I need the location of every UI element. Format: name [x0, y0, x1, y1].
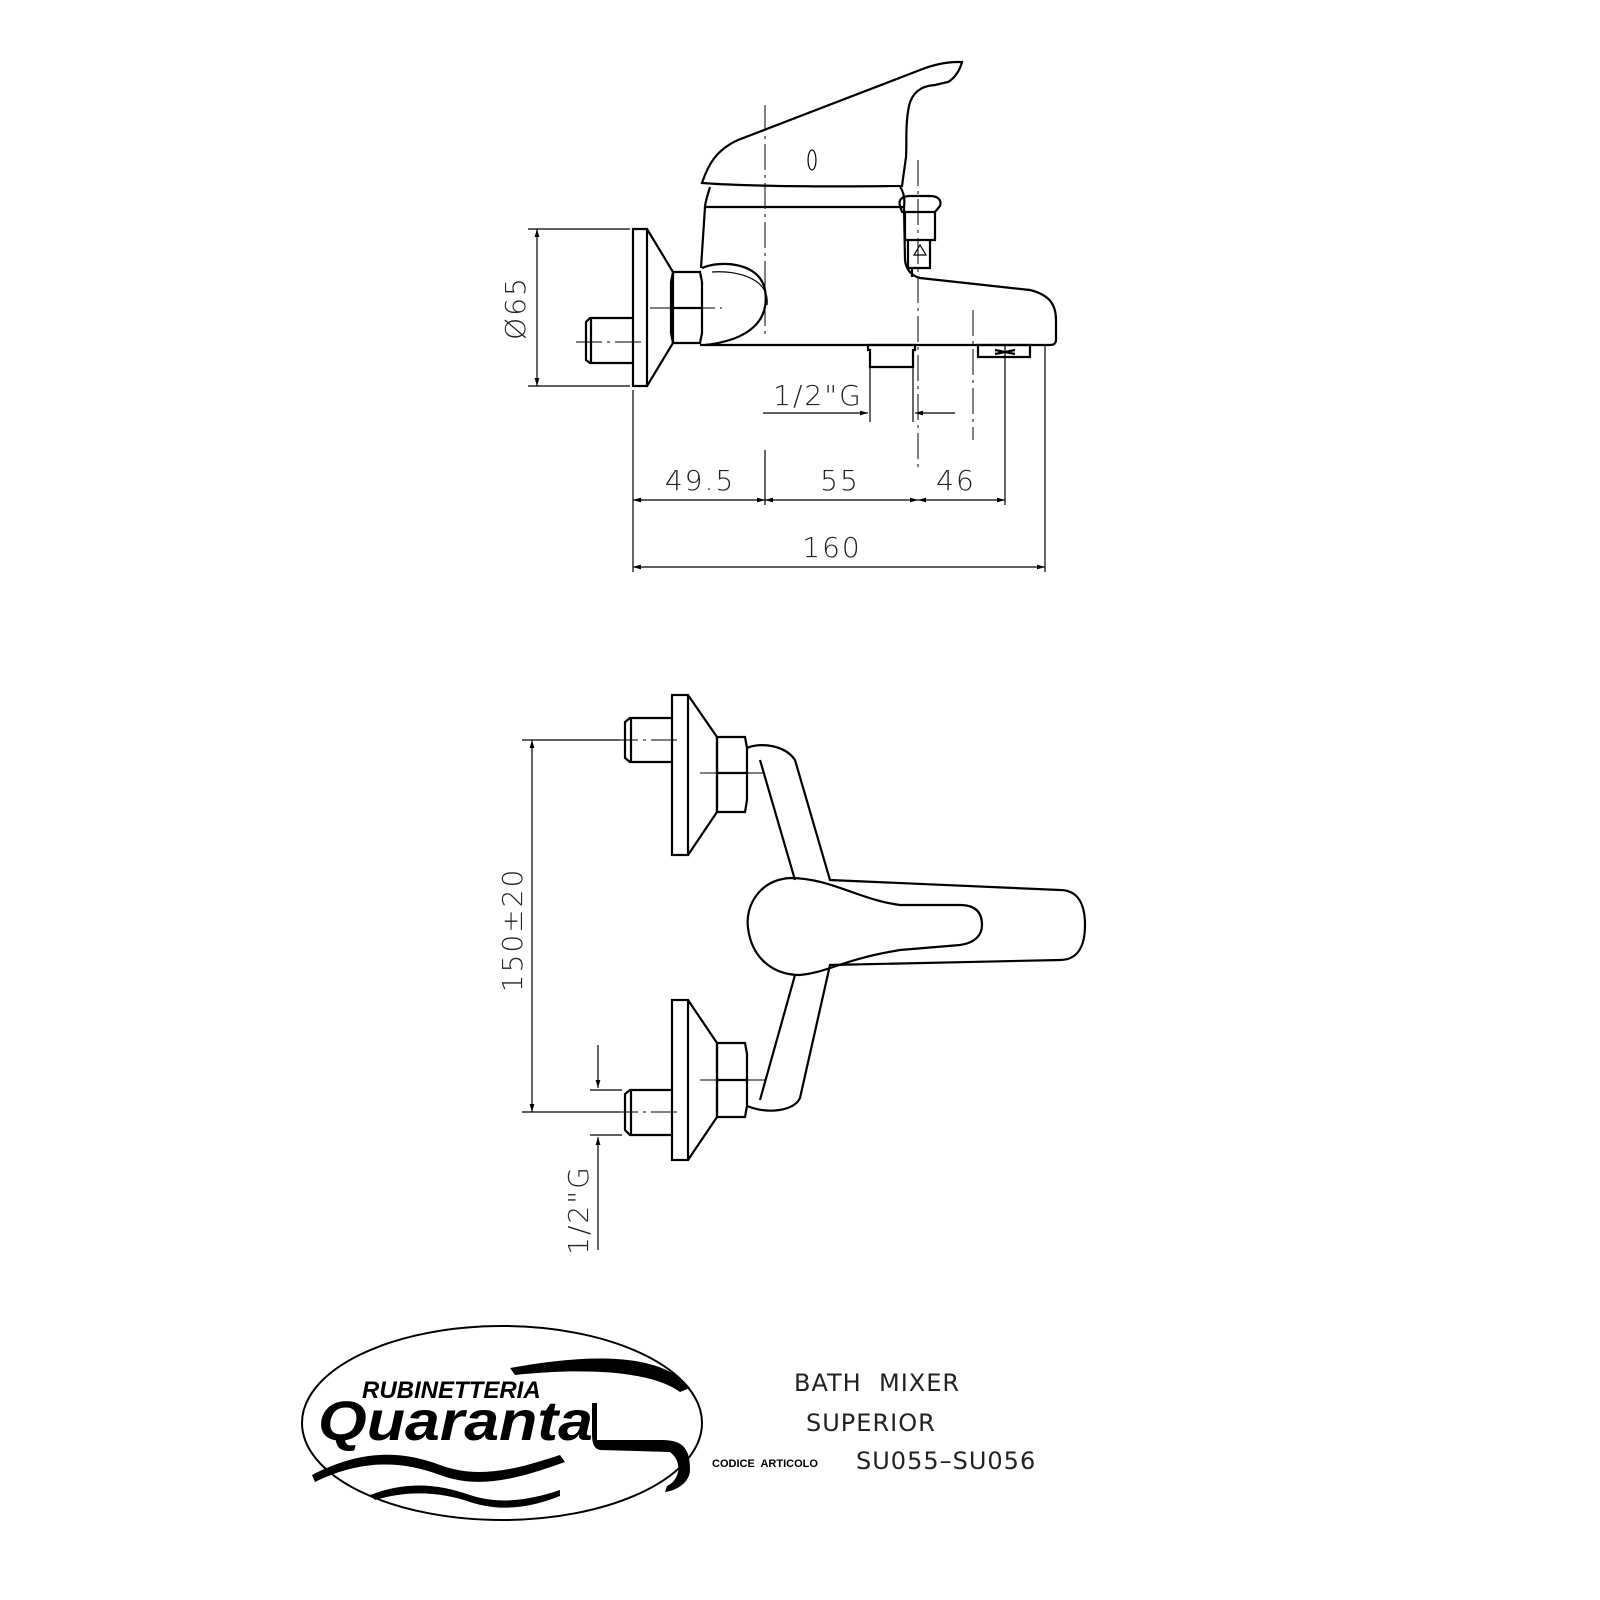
side-view-faucet: Ø65 1/2"G 49.5 55 46 160	[499, 60, 1058, 572]
dim-segment-3: 46	[936, 464, 976, 497]
diverter-knob	[898, 194, 942, 277]
front-view-faucet: 150±20 1/2"G	[496, 693, 1087, 1255]
spout-aerator	[976, 343, 1032, 359]
code-label: CODICE ARTICOLO	[712, 1458, 818, 1470]
mixer-body	[746, 744, 1087, 1112]
dim-segment-2: 55	[820, 464, 860, 497]
lever-handle	[700, 60, 964, 188]
dim-segment-1: 49.5	[665, 464, 735, 497]
brand-logo: RUBINETTERIA Quaranta	[301, 1325, 703, 1521]
dim-thread-top: 1/2"G	[773, 379, 863, 412]
lever-cap	[746, 876, 984, 977]
cartridge-body	[703, 186, 906, 209]
inlet-pipe	[584, 316, 633, 365]
dim-diameter: Ø65	[499, 276, 532, 340]
dim-centre-distance: 150±20	[496, 868, 529, 993]
code-value: SU055–SU056	[856, 1447, 1036, 1475]
dim-thread-front: 1/2"G	[562, 1165, 595, 1255]
logo-line2: Quaranta	[318, 1389, 593, 1452]
product-type: BATH MIXER	[794, 1369, 960, 1397]
product-series: SUPERIOR	[806, 1409, 936, 1437]
shower-outlet	[866, 343, 917, 369]
logo-line1: RUBINETTERIA	[362, 1377, 541, 1404]
dim-overall: 160	[802, 531, 861, 564]
wall-plate	[631, 227, 649, 388]
